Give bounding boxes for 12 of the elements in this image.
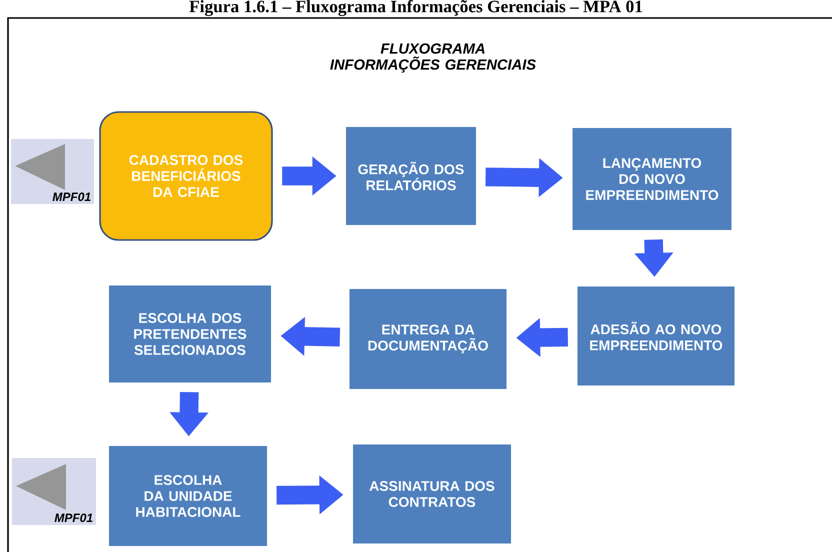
figure-caption: Figura 1.6.1 – Fluxograma Informações Gerenciais – MPA 01 xyxy=(189,0,642,16)
link-box: MPF01 xyxy=(12,458,96,525)
diagram-title: FLUXOGRAMA INFORMAÇÕES GERENCIAIS xyxy=(330,43,536,73)
process-box: ASSINATURA DOS CONTRATOS xyxy=(353,444,511,544)
process-box: GERAÇÃO DOS RELATÓRIOS xyxy=(346,127,476,225)
process-box: LANÇAMENTO DO NOVO EMPREENDIMENTO xyxy=(572,128,732,230)
process-box: ENTREGA DA DOCUMENTAÇÃO xyxy=(349,289,507,389)
process-box: ESCOLHA DA UNIDADE HABITACIONAL xyxy=(109,446,267,546)
process-box: ESCOLHA DOS PRETENDENTES SELECIONADOS xyxy=(109,285,271,383)
process-box: ADESÃO AO NOVO EMPREENDIMENTO xyxy=(577,286,735,386)
start-box: CADASTRO DOS BENEFICIÁRIOS DA CFIAE xyxy=(99,111,273,241)
link-box: MPF01 xyxy=(11,139,94,204)
